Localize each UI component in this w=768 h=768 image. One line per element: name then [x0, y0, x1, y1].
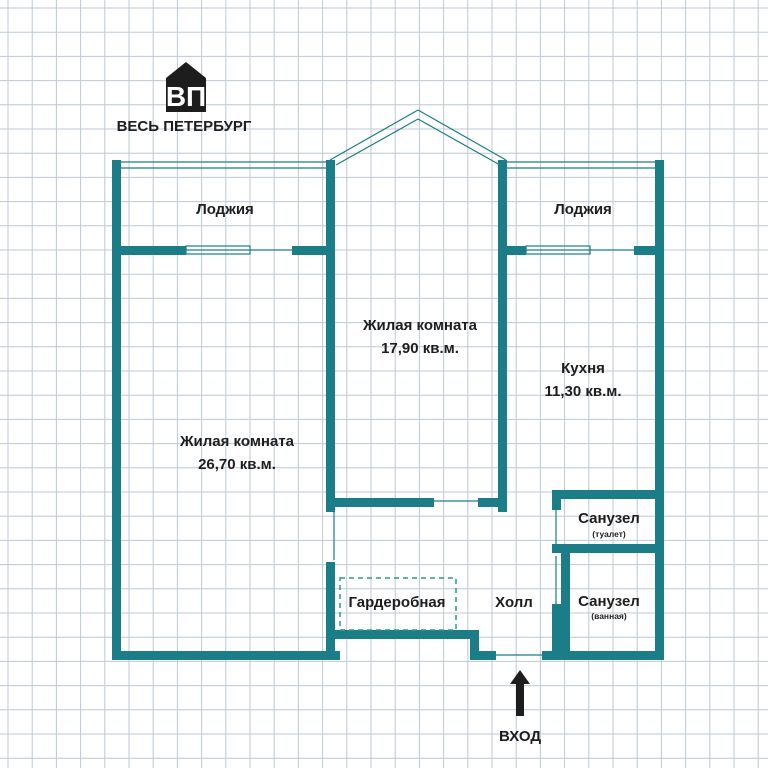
room-name-wc-bath: Санузел [578, 593, 640, 610]
room-name-living-mid: Жилая комната [362, 317, 478, 334]
entrance-label: ВХОД [499, 728, 541, 745]
room-area-living-mid: 17,90 кв.м. [381, 340, 459, 357]
logo-letters: ВП [166, 81, 206, 112]
room-area-kitchen: 11,30 кв.м. [544, 383, 621, 400]
loggia-outlines [118, 109, 658, 659]
room-name-wc-toilet: Санузел [578, 510, 640, 527]
room-label-hall: Холл [495, 594, 533, 611]
entrance-arrow-icon [510, 670, 530, 716]
room-label-loggia-right: Лоджия [554, 201, 612, 218]
room-area-living-big: 26,70 кв.м. [198, 456, 276, 473]
room-label-wardrobe: Гардеробная [348, 594, 445, 611]
room-note-wc-bath: (ванная) [591, 611, 627, 621]
walls [112, 160, 664, 660]
room-note-wc-toilet: (туалет) [592, 529, 626, 539]
brand-logo: ВП ВЕСЬ ПЕТЕРБУРГ [117, 62, 252, 135]
room-label-loggia-left: Лоджия [196, 201, 254, 218]
wardrobe-outline [339, 577, 457, 631]
logo-house-icon [166, 62, 206, 112]
room-name-living-big: Жилая комната [179, 433, 295, 450]
room-name-kitchen: Кухня [561, 360, 605, 377]
brand-name: ВЕСЬ ПЕТЕРБУРГ [117, 118, 252, 135]
